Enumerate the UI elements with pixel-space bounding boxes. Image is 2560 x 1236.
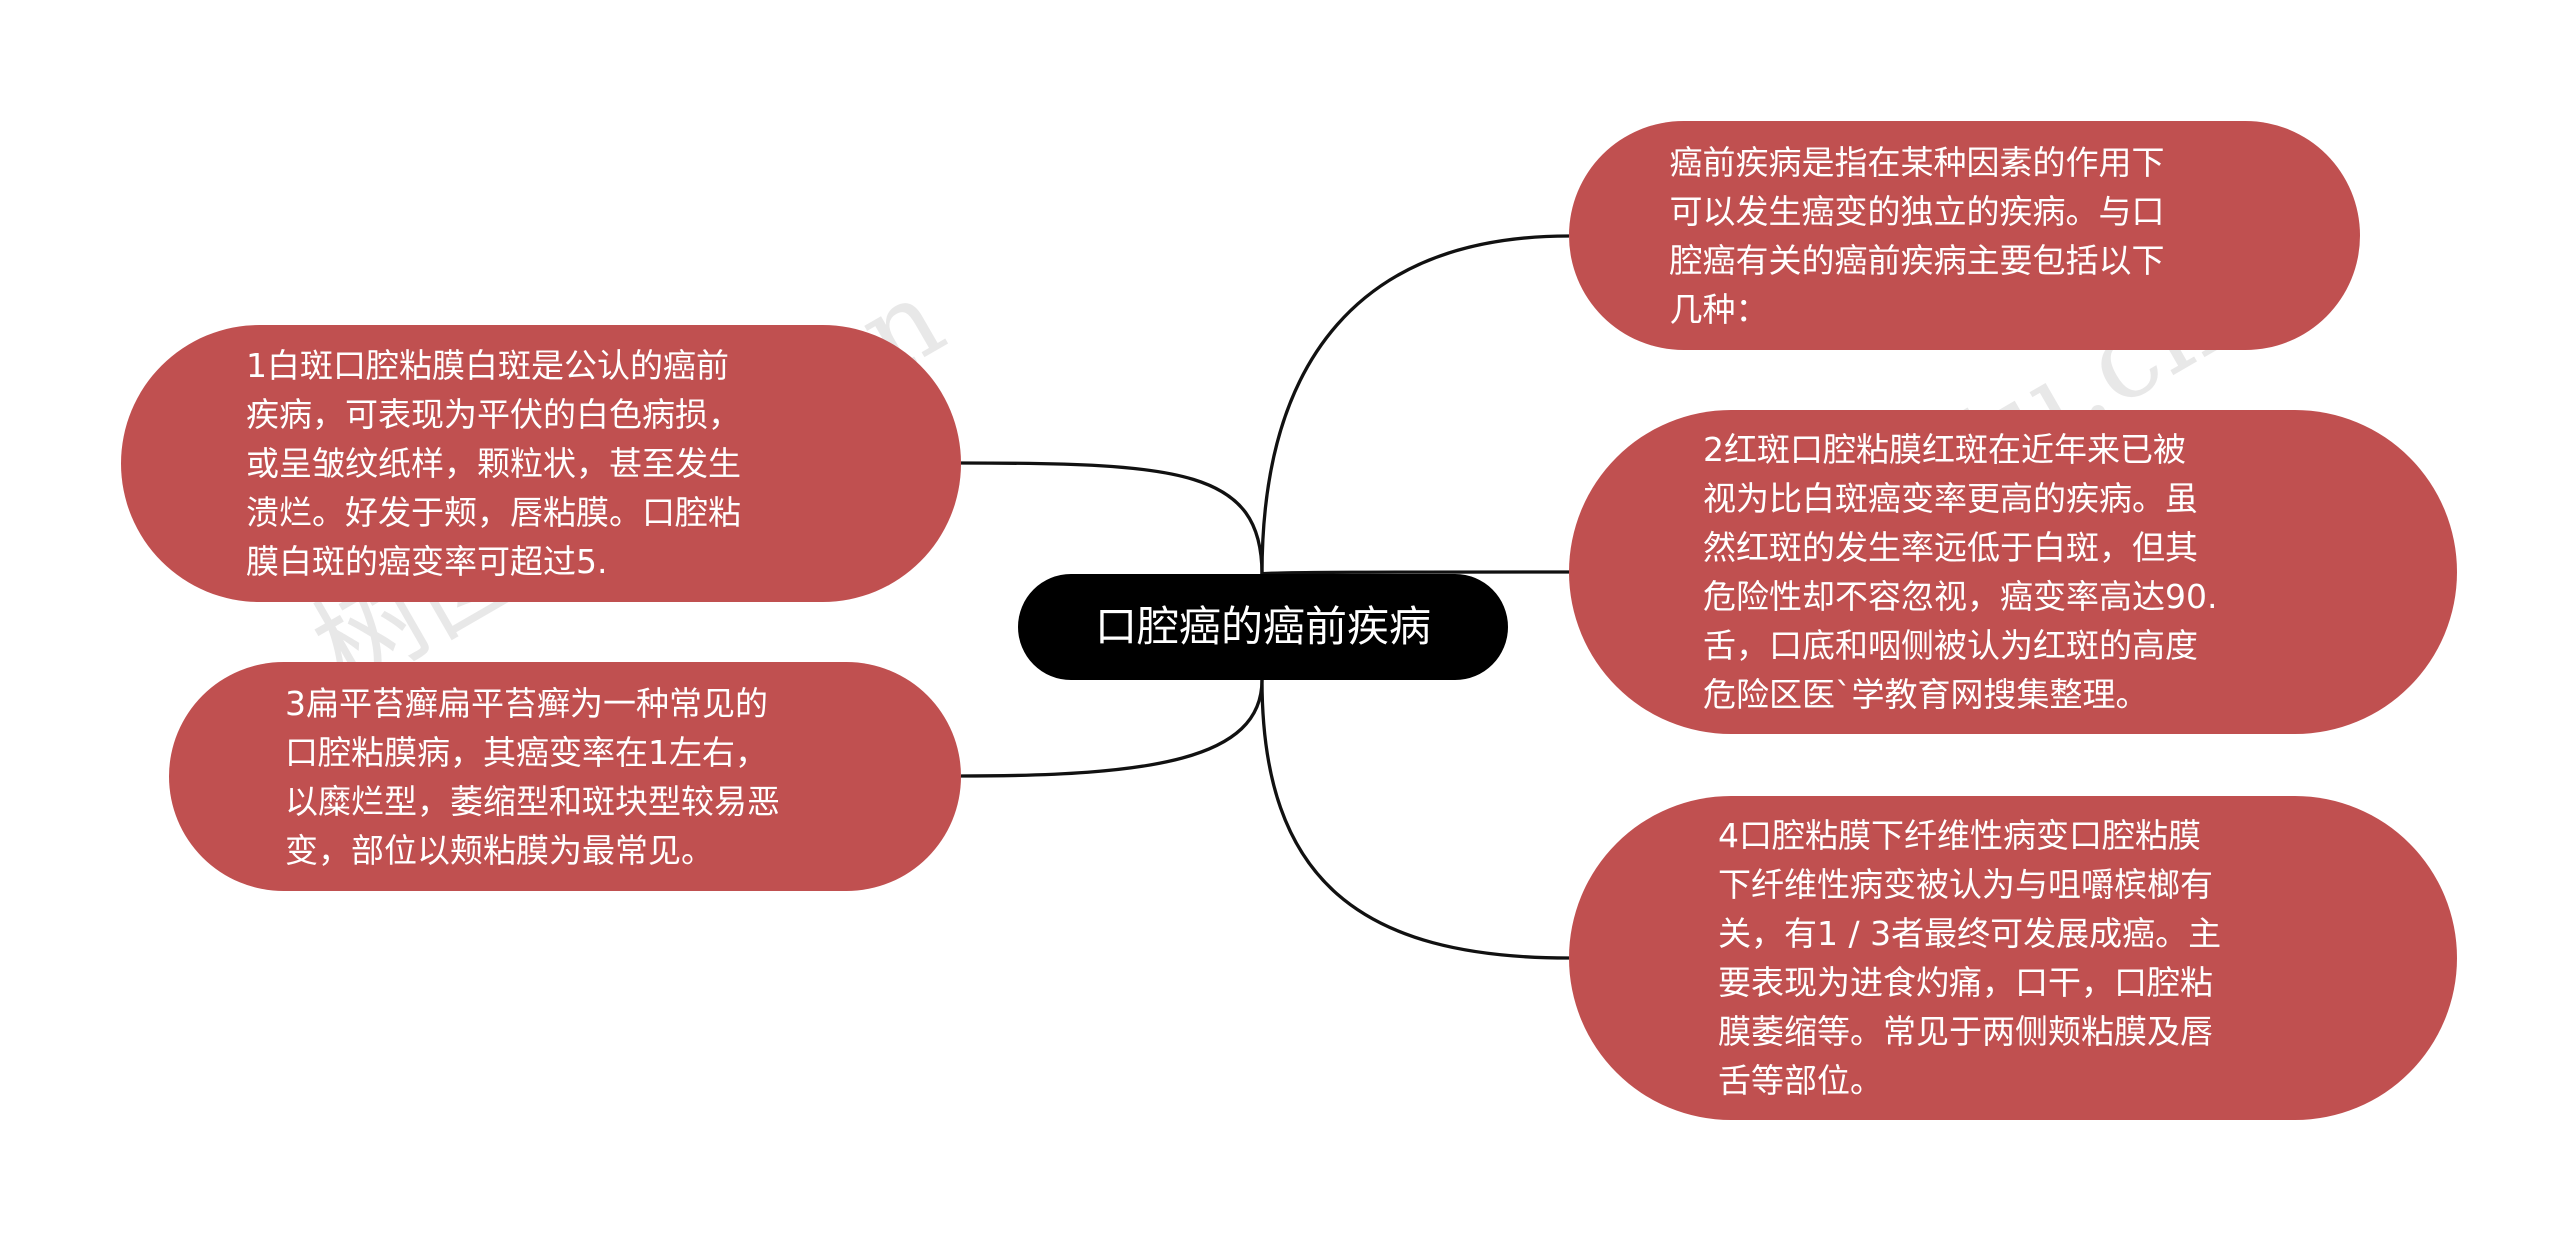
topic-text: 癌前疾病是指在某种因素的作用下 可以发生癌变的独立的疾病。与口 腔癌有关的癌前疾… — [1669, 142, 2165, 329]
topic-node-submucous-fibrosis[interactable]: 4口腔粘膜下纤维性病变口腔粘膜 下纤维性病变被认为与咀嚼槟榔有 关，有1 / 3… — [1569, 796, 2457, 1120]
topic-text: 4口腔粘膜下纤维性病变口腔粘膜 下纤维性病变被认为与咀嚼槟榔有 关，有1 / 3… — [1718, 816, 2222, 1100]
topic-text: 3扁平苔癣扁平苔癣为一种常见的 口腔粘膜病，其癌变率在1左右， 以糜烂型，萎缩型… — [285, 683, 780, 870]
root-topic[interactable]: 口腔癌的癌前疾病 — [1018, 574, 1508, 680]
link-to-white — [960, 461, 1264, 575]
topic-text: 1白斑口腔粘膜白斑是公认的癌前 疾病，可表现为平伏的白色病损， 或呈皱纹纸样，颗… — [246, 346, 741, 581]
link-to-red — [1260, 570, 1570, 576]
topic-node-intro[interactable]: 癌前疾病是指在某种因素的作用下 可以发生癌变的独立的疾病。与口 腔癌有关的癌前疾… — [1569, 121, 2360, 350]
link-to-lichen — [960, 679, 1264, 778]
topic-text: 2红斑口腔粘膜红斑在近年来已被 视为比白斑癌变率更高的疾病。虽 然红斑的发生率远… — [1703, 430, 2218, 714]
topic-node-erythroplakia[interactable]: 2红斑口腔粘膜红斑在近年来已被 视为比白斑癌变率更高的疾病。虽 然红斑的发生率远… — [1569, 410, 2457, 734]
link-to-intro — [1260, 234, 1570, 575]
topic-node-leukoplakia[interactable]: 1白斑口腔粘膜白斑是公认的癌前 疾病，可表现为平伏的白色病损， 或呈皱纹纸样，颗… — [121, 325, 961, 602]
topic-node-lichen-planus[interactable]: 3扁平苔癣扁平苔癣为一种常见的 口腔粘膜病，其癌变率在1左右， 以糜烂型，萎缩型… — [169, 662, 961, 891]
link-to-oral — [1260, 679, 1570, 960]
